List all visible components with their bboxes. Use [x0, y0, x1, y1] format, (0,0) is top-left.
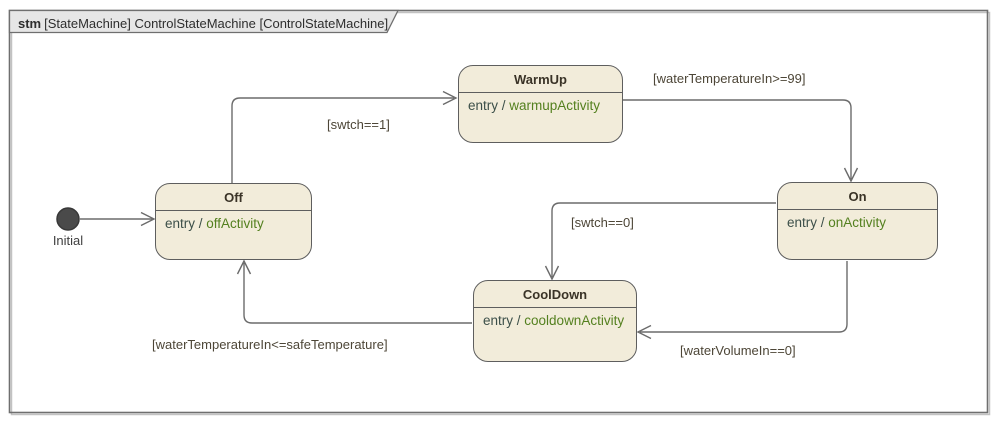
- entry-activity: warmupActivity: [509, 98, 601, 113]
- state-cooldown-entry-behavior: entry / cooldownActivity: [474, 308, 636, 333]
- transition-on-to-cooldown[interactable]: [544, 202, 777, 281]
- transition-cooldown-to-off[interactable]: [236, 259, 473, 324]
- guard-on-to-cooldown-empty[interactable]: [waterVolumeIn==0]: [680, 343, 796, 358]
- initial-node-label: Initial: [52, 233, 84, 248]
- entry-keyword: entry /: [787, 215, 825, 230]
- state-on[interactable]: On entry / onActivity: [777, 182, 938, 260]
- entry-keyword: entry /: [468, 98, 506, 113]
- state-on-entry-behavior: entry / onActivity: [778, 210, 937, 235]
- entry-keyword: entry /: [483, 313, 521, 328]
- diagram-frame-border: [8, 9, 989, 414]
- entry-activity: onActivity: [828, 215, 887, 230]
- transition-warmup-to-on[interactable]: [623, 99, 859, 183]
- guard-off-to-warmup[interactable]: [swtch==1]: [327, 117, 390, 132]
- entry-activity: offActivity: [206, 216, 264, 231]
- entry-activity: cooldownActivity: [524, 313, 625, 328]
- guard-warmup-to-on[interactable]: [waterTemperatureIn>=99]: [653, 71, 806, 86]
- state-warmup[interactable]: WarmUp entry / warmupActivity: [458, 65, 623, 143]
- state-on-name: On: [778, 183, 937, 210]
- frame-outer-highlight: [10, 11, 991, 416]
- guard-cooldown-to-off[interactable]: [waterTemperatureIn<=safeTemperature]: [152, 337, 388, 352]
- state-cooldown[interactable]: CoolDown entry / cooldownActivity: [473, 280, 637, 362]
- initial-node[interactable]: [56, 207, 80, 231]
- frame-title-tab: [8, 9, 400, 34]
- frame-title-keyword: stm: [18, 16, 42, 31]
- state-off[interactable]: Off entry / offActivity: [155, 183, 312, 260]
- frame-title-text: [StateMachine] ControlStateMachine [Cont…: [44, 16, 389, 31]
- state-cooldown-name: CoolDown: [474, 281, 636, 308]
- state-off-name: Off: [156, 184, 311, 211]
- guard-on-to-cooldown[interactable]: [swtch==0]: [571, 215, 634, 230]
- state-warmup-entry-behavior: entry / warmupActivity: [459, 93, 622, 118]
- transition-initial-to-off[interactable]: [80, 211, 156, 227]
- entry-keyword: entry /: [165, 216, 203, 231]
- frame-title: stm[StateMachine] ControlStateMachine [C…: [18, 14, 388, 33]
- transition-on-to-cooldown-empty[interactable]: [636, 261, 848, 340]
- state-warmup-name: WarmUp: [459, 66, 622, 93]
- transition-off-to-warmup[interactable]: [231, 90, 458, 184]
- state-off-entry-behavior: entry / offActivity: [156, 211, 311, 236]
